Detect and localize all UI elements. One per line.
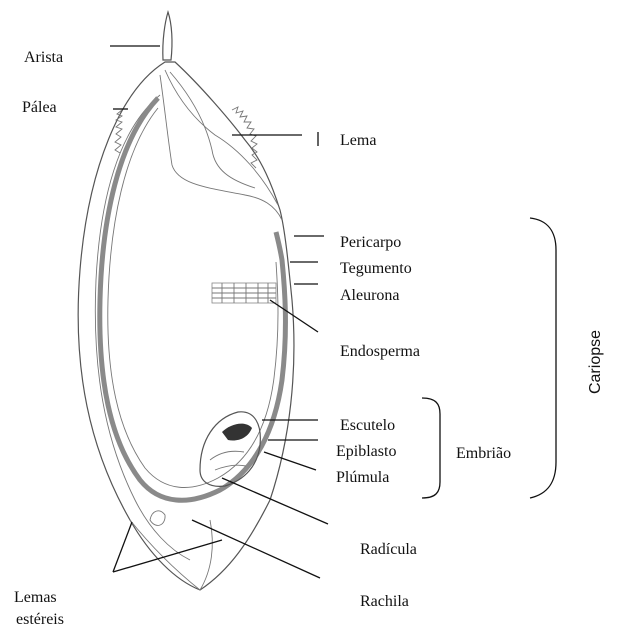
lema-veins — [165, 70, 278, 205]
label-aleurona: Aleurona — [340, 287, 400, 304]
lema-vein-3 — [170, 72, 255, 188]
label-rachila: Rachila — [360, 593, 409, 610]
label-arista: Arista — [24, 49, 63, 66]
label-pericarpo: Pericarpo — [340, 234, 401, 251]
label-tegumento: Tegumento — [340, 260, 412, 277]
base — [150, 511, 165, 526]
label-cariopse: Cariopse — [587, 330, 604, 394]
lema-vein-2 — [160, 75, 282, 220]
label-lemas-estereis-2: estéreis — [16, 611, 64, 628]
label-lema: Lema — [340, 132, 376, 149]
label-endosperma: Endosperma — [340, 343, 420, 360]
cariopse-bracket — [530, 218, 556, 498]
label-embriao: Embrião — [456, 445, 511, 462]
label-palea: Pálea — [22, 99, 57, 116]
outer-hull — [78, 62, 294, 590]
leader-lemas-estereis-1 — [113, 522, 132, 572]
label-radicula: Radícula — [360, 541, 417, 558]
grain-drawing — [78, 12, 294, 590]
label-escutelo: Escutelo — [340, 417, 395, 434]
inner-hull — [95, 95, 190, 560]
embriao-bracket — [422, 398, 440, 498]
label-epiblasto: Epiblasto — [336, 443, 396, 460]
label-lemas-estereis-1: Lemas — [14, 589, 57, 606]
leader-rachila — [192, 520, 320, 578]
leader-lines — [110, 46, 328, 578]
aleurone-hatch — [212, 283, 276, 303]
label-plumula: Plúmula — [336, 469, 389, 486]
leader-plumula — [264, 452, 316, 470]
awn — [163, 12, 172, 60]
embryo — [200, 412, 260, 487]
